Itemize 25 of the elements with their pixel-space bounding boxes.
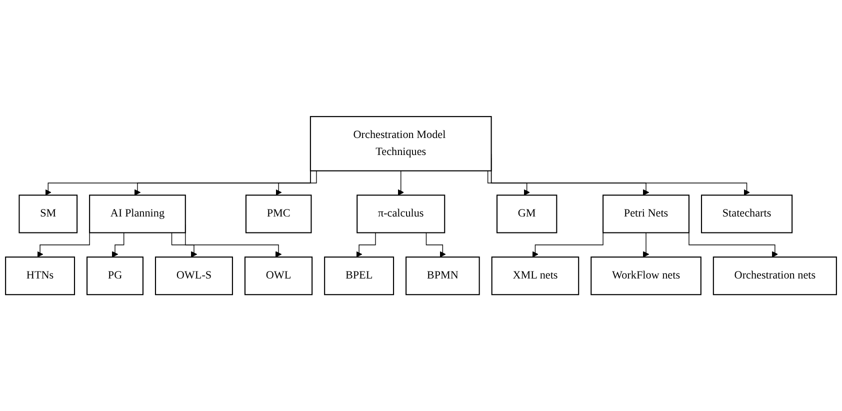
node-box: AI Planning bbox=[89, 194, 186, 234]
node-box: GM bbox=[496, 194, 558, 234]
node-box: Orchestration Model Techniques bbox=[310, 116, 492, 172]
node-box: Orchestration nets bbox=[712, 256, 837, 296]
node-box: PMC bbox=[245, 194, 312, 234]
arrow bbox=[112, 232, 124, 258]
arrow bbox=[487, 170, 530, 196]
node-box: PG bbox=[86, 256, 144, 296]
arrow bbox=[171, 232, 198, 258]
node-box: WorkFlow nets bbox=[590, 256, 702, 296]
node-box: SM bbox=[18, 194, 78, 234]
arrow bbox=[398, 170, 404, 196]
arrow bbox=[276, 170, 317, 196]
node-box: Statecharts bbox=[700, 194, 793, 234]
arrow bbox=[426, 232, 446, 258]
node-box: HTNs bbox=[5, 256, 76, 296]
node-box: π-calculus bbox=[356, 194, 446, 234]
node-box: BPEL bbox=[324, 256, 394, 296]
arrow bbox=[356, 232, 376, 258]
node-box: Petri Nets bbox=[602, 194, 690, 234]
node-box: OWL bbox=[244, 256, 313, 296]
node-box: XML nets bbox=[491, 256, 580, 296]
node-box: OWL-S bbox=[154, 256, 233, 296]
arrow bbox=[642, 232, 650, 258]
node-box: BPMN bbox=[406, 256, 480, 296]
